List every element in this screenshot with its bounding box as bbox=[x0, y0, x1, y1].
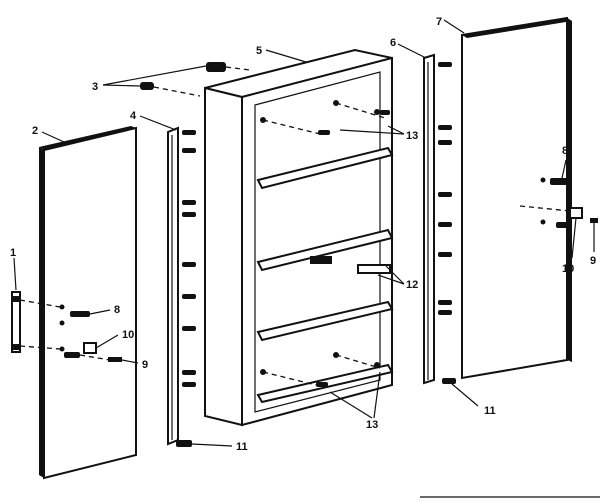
right-door-hardware bbox=[550, 159, 598, 259]
callout-11-right: 11 bbox=[484, 405, 496, 417]
door-handle bbox=[11, 291, 61, 353]
left-hinge-strip bbox=[167, 126, 233, 447]
callout-6: 6 bbox=[390, 37, 396, 49]
right-hinge-strip bbox=[423, 53, 479, 407]
callout-3: 3 bbox=[92, 81, 98, 93]
callout-1: 1 bbox=[10, 247, 16, 259]
leader-lines bbox=[13, 19, 465, 419]
callout-11-left: 11 bbox=[236, 441, 248, 453]
callout-10-right: 10 bbox=[562, 263, 574, 275]
left-door-hardware bbox=[64, 309, 139, 364]
callout-2: 2 bbox=[32, 125, 38, 137]
callout-13-bottom: 13 bbox=[366, 419, 378, 431]
left-door-panel bbox=[39, 126, 137, 480]
callout-8-left: 8 bbox=[114, 304, 120, 316]
callout-7: 7 bbox=[436, 16, 442, 28]
callout-8-right: 8 bbox=[562, 145, 568, 157]
callout-4: 4 bbox=[130, 110, 137, 122]
callout-labels: 1 2 3 4 5 6 7 8 8 10 10 9 9 11 11 12 13 … bbox=[10, 16, 596, 453]
cabinet-knobs bbox=[140, 62, 251, 97]
callout-10-left: 10 bbox=[122, 329, 134, 341]
cabinet-body bbox=[204, 48, 394, 427]
callout-9-left: 9 bbox=[142, 359, 148, 371]
right-door-panel bbox=[461, 16, 581, 380]
callout-12: 12 bbox=[406, 279, 418, 291]
callout-5: 5 bbox=[256, 45, 262, 57]
callout-13-top: 13 bbox=[406, 130, 418, 142]
callout-9-right: 9 bbox=[590, 255, 596, 267]
